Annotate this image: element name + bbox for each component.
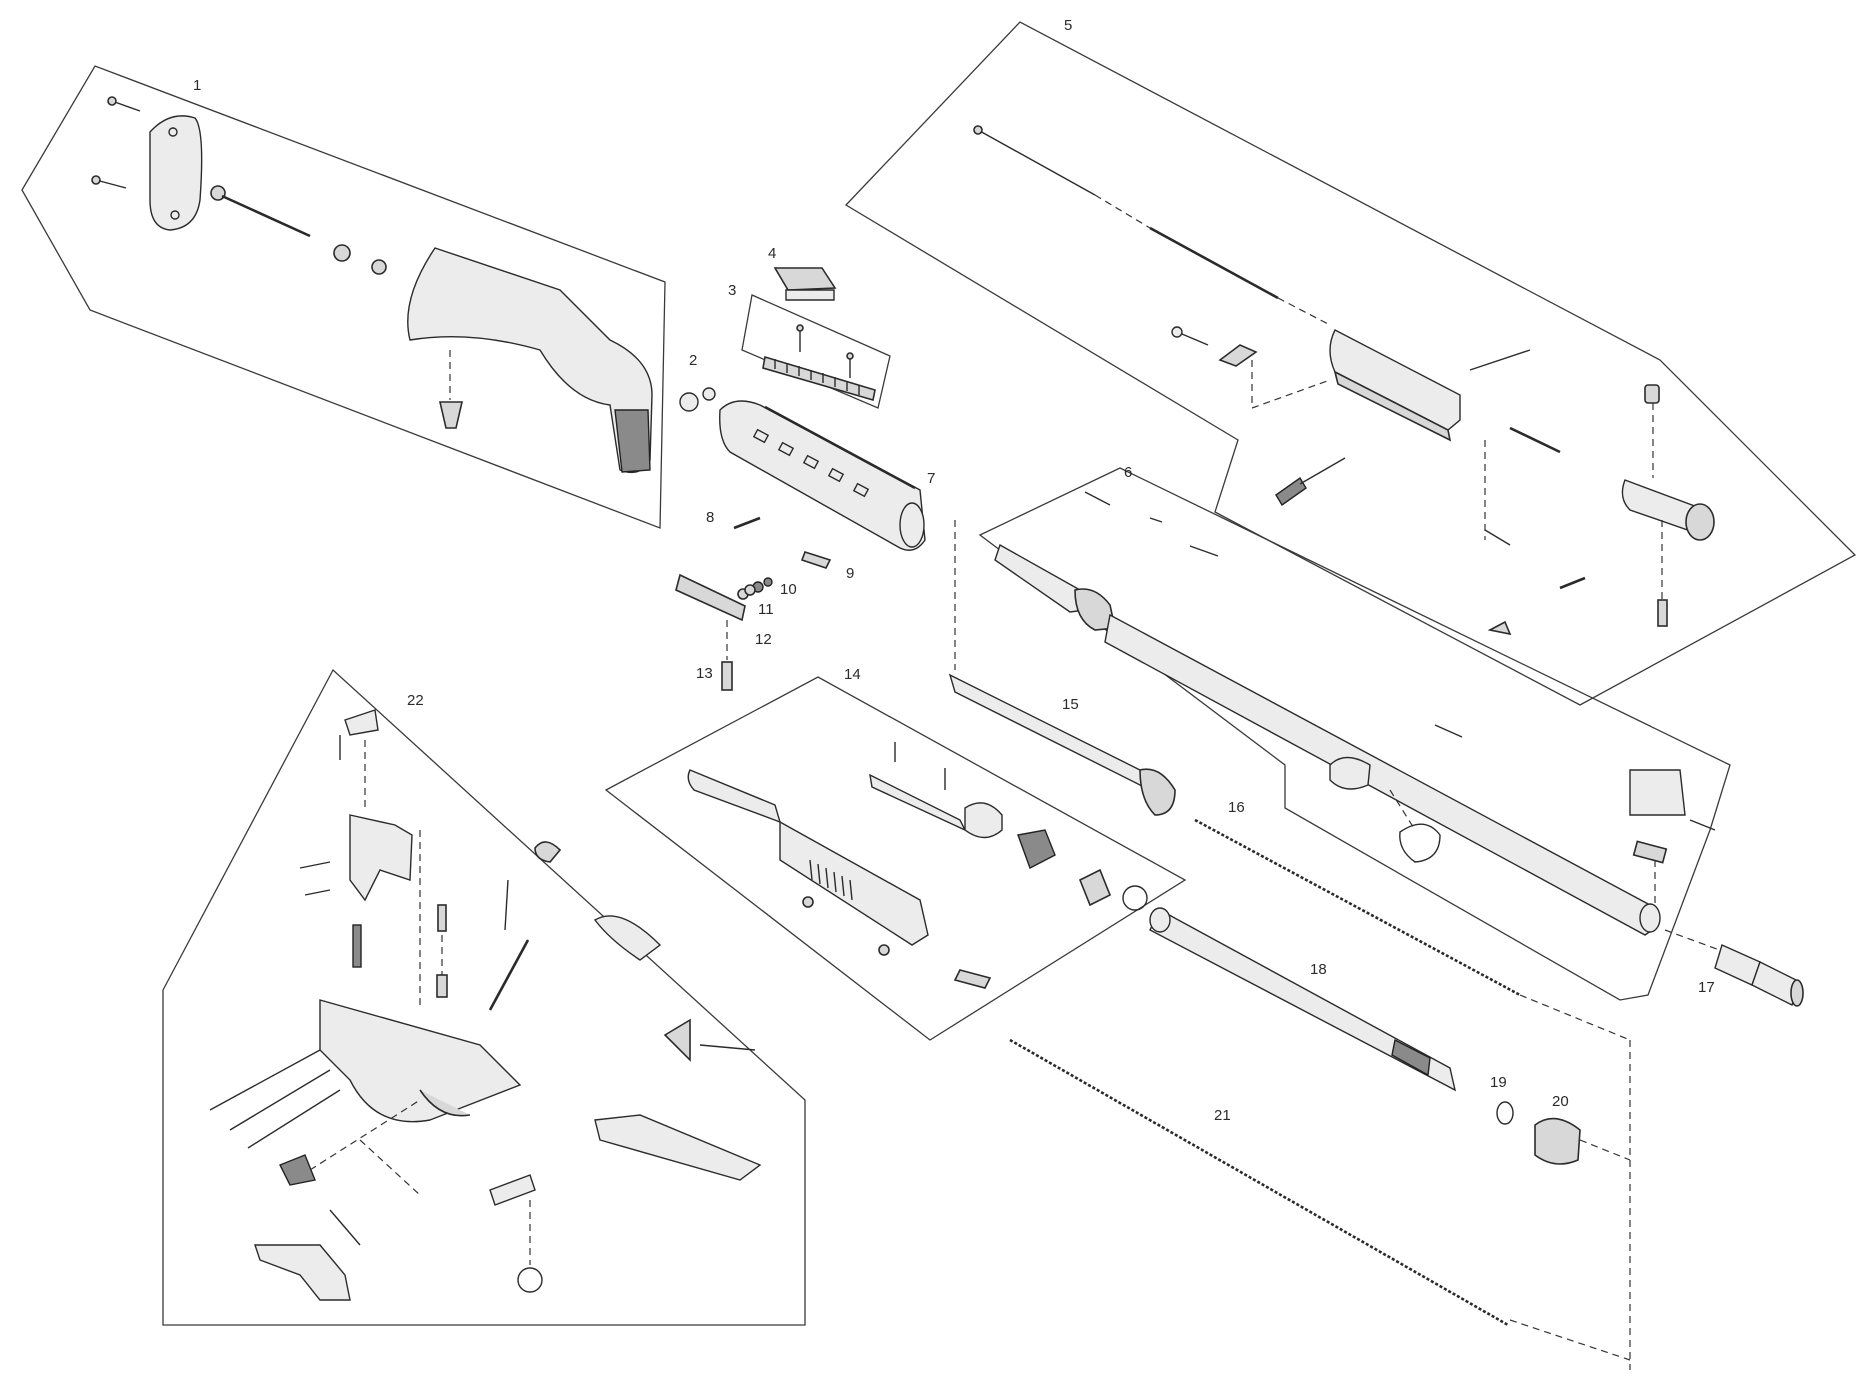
- part-group-foreend: [687, 742, 1148, 989]
- group-frame-1: [21, 65, 666, 529]
- callout-4: 4: [768, 245, 776, 262]
- callout-2: 2: [689, 352, 697, 369]
- callout-16: 16: [1228, 799, 1245, 816]
- part-18-tube: [1149, 907, 1457, 1092]
- part-16-spring: [1194, 818, 1521, 997]
- callout-5: 5: [1064, 17, 1072, 34]
- group-frame-5: [844, 21, 1857, 706]
- callout-6: 6: [1124, 464, 1132, 481]
- group-frame-3: [741, 294, 891, 409]
- callout-3: 3: [728, 282, 736, 299]
- callout-21: 21: [1214, 1107, 1231, 1124]
- callout-1: 1: [193, 77, 201, 94]
- part-group-bolt: [973, 125, 1715, 636]
- callout-13: 13: [696, 665, 713, 682]
- callout-19: 19: [1490, 1074, 1507, 1091]
- part-21-spring: [1009, 1038, 1509, 1327]
- part-17-muzzle: [1664, 929, 1804, 1007]
- part-3-4-rail: [762, 267, 876, 402]
- group-frame-14: [604, 676, 1187, 1041]
- callout-8: 8: [706, 509, 714, 526]
- callout-7: 7: [927, 470, 935, 487]
- part-7-receiver: [719, 400, 956, 670]
- part-group-trigger: [209, 709, 762, 1301]
- part-15-slide: [948, 673, 1176, 816]
- parts-8-13: [675, 516, 832, 691]
- callout-12: 12: [755, 631, 772, 648]
- callout-17: 17: [1698, 979, 1715, 996]
- parts-19-20: [1496, 1101, 1631, 1165]
- callout-20: 20: [1552, 1093, 1569, 1110]
- callout-9: 9: [846, 565, 854, 582]
- callout-11: 11: [758, 601, 774, 618]
- callout-22: 22: [407, 692, 424, 709]
- part-group-barrel: [994, 491, 1716, 936]
- part-2: [679, 387, 716, 412]
- group-frame-22: [162, 668, 806, 1326]
- callout-18: 18: [1310, 961, 1327, 978]
- callout-14: 14: [844, 666, 861, 683]
- callout-15: 15: [1062, 696, 1079, 713]
- group-frame-6: [978, 467, 1731, 1001]
- part-group-stock: [91, 96, 653, 474]
- callout-10: 10: [780, 581, 797, 598]
